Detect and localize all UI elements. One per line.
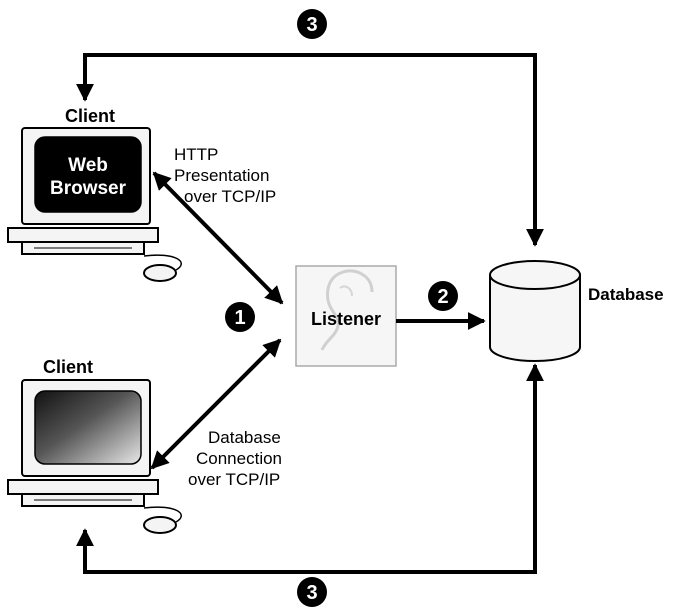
ear-icon	[320, 269, 374, 351]
db-conn-label-line1: Database	[208, 428, 281, 447]
client-top-label: Client	[65, 106, 115, 126]
svg-text:3: 3	[306, 582, 317, 604]
http-label-line1: HTTP	[174, 145, 218, 164]
web-browser-label-line1: Web	[68, 155, 108, 176]
client-computer-top	[7, 127, 182, 282]
client-computer-bottom	[7, 379, 182, 534]
svg-text:2: 2	[437, 286, 448, 308]
db-conn-label-line3: over TCP/IP	[188, 470, 280, 489]
step-badge-top: 3	[297, 9, 327, 39]
step-badge-right: 2	[428, 281, 458, 311]
http-label-line3: over TCP/IP	[184, 187, 276, 206]
svg-text:3: 3	[306, 14, 317, 36]
top-return-arrow	[76, 53, 544, 247]
listener-box	[295, 265, 397, 367]
database-cylinder-icon	[489, 260, 581, 362]
db-connection-arrow	[150, 338, 282, 470]
client-bottom-label: Client	[43, 357, 93, 377]
web-browser-label-line2: Browser	[50, 178, 127, 199]
database-label: Database	[588, 285, 664, 304]
svg-text:1: 1	[234, 307, 245, 329]
step-badge-left: 1	[225, 302, 255, 332]
bottom-return-arrow	[76, 363, 544, 574]
step-badge-bottom: 3	[297, 577, 327, 607]
listener-label: Listener	[311, 309, 381, 329]
http-label-line2: Presentation	[174, 166, 269, 185]
http-connection-arrow	[152, 171, 284, 305]
db-conn-label-line2: Connection	[196, 449, 282, 468]
